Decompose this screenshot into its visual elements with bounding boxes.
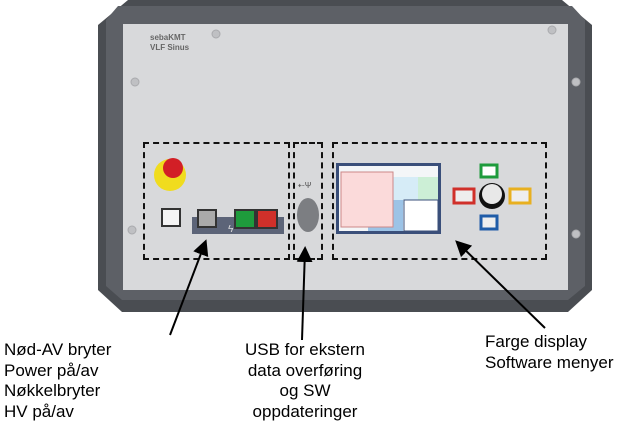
usb-port-cover [297, 198, 319, 232]
controls-callout-text: Nød-AV bryter Power på/av Nøkkelbryter H… [4, 340, 111, 422]
callout-line: USB for ekstern [245, 340, 365, 359]
arrow-display [455, 240, 546, 329]
screen-button [479, 214, 499, 231]
callout-line: Power på/av [4, 360, 99, 380]
callout-line: Nød-AV bryter [4, 340, 112, 359]
callout-line: Nøkkelbryter [4, 381, 101, 400]
callout-line: Software menyer [485, 352, 614, 372]
callout-line: HV på/av [4, 401, 74, 421]
svg-text:⇠Ψ: ⇠Ψ [298, 181, 312, 190]
hv-off-button [256, 209, 278, 229]
arrow-controls [169, 239, 209, 336]
display-callout-box [332, 142, 547, 260]
callout-line: oppdateringer [252, 401, 358, 421]
key-switch [197, 209, 217, 228]
emergency-stop-button [163, 158, 183, 178]
settings-button [508, 187, 532, 205]
hv-on-button [234, 209, 256, 229]
callout-line: data overføring [247, 360, 363, 380]
help-button [479, 163, 499, 179]
brand-logo: sebaKMT [150, 33, 186, 42]
svg-text:ϟ: ϟ [228, 224, 234, 235]
model-name: VLF Sinus [150, 43, 190, 52]
power-button [161, 208, 181, 227]
device-housing: ϟ ⇠Ψ [98, 0, 592, 312]
callout-line: Farge display [485, 332, 588, 351]
wrench-button [452, 187, 476, 205]
display-menu [340, 171, 394, 228]
callout-line: og SW [279, 381, 331, 400]
arrow-usb [296, 246, 313, 341]
usb-callout-text: USB for ekstern data overføring og SW op… [220, 340, 390, 422]
display-callout-text: Farge display Software menyer [485, 332, 614, 373]
controls-callout-box [143, 142, 290, 260]
